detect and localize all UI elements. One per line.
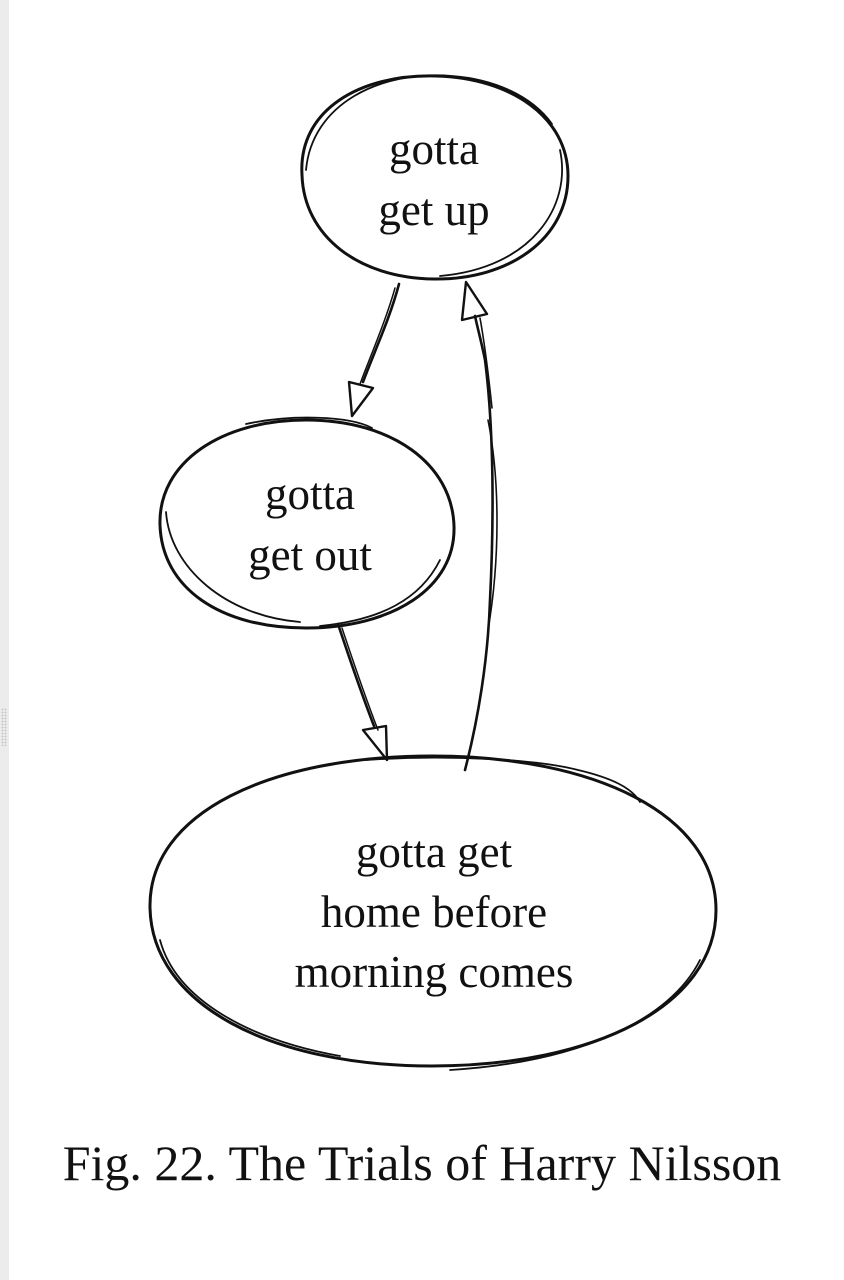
edge-get-home-to-get-up-arrowhead-icon bbox=[460, 280, 489, 322]
node-get-home-line-2: home before bbox=[321, 887, 547, 937]
figure-caption: Fig. 22. The Trials of Harry Nilsson bbox=[62, 1135, 782, 1191]
node-get-out-ellipse bbox=[158, 418, 456, 630]
node-get-out: gotta get out bbox=[158, 416, 456, 630]
node-get-up-line-1: gotta bbox=[389, 124, 479, 174]
node-get-up-ellipse bbox=[300, 74, 570, 281]
node-get-up-line-2: get up bbox=[378, 185, 489, 235]
edge-get-home-to-get-up-sketch bbox=[479, 317, 498, 631]
resize-grip-icon[interactable] bbox=[1, 708, 7, 746]
edge-get-out-to-get-home-arrowhead-icon bbox=[361, 724, 389, 762]
left-edge-strip bbox=[0, 0, 9, 1280]
node-get-up: gotta get up bbox=[300, 74, 570, 281]
edge-get-home-to-get-up-line bbox=[463, 314, 494, 772]
node-get-home-line-1: gotta get bbox=[356, 827, 513, 877]
edge-get-home-to-get-up bbox=[460, 280, 498, 772]
node-get-home-sketch-line bbox=[159, 756, 701, 1071]
node-get-home-line-3: morning comes bbox=[295, 947, 574, 997]
node-get-out-line-2: get out bbox=[248, 530, 372, 580]
edge-get-up-to-get-out-sketch bbox=[359, 287, 396, 385]
node-get-out-sketch-line bbox=[165, 416, 441, 627]
node-get-home: gotta get home before morning comes bbox=[148, 754, 718, 1071]
edge-get-out-to-get-home bbox=[336, 622, 389, 762]
node-get-up-sketch-line bbox=[305, 74, 563, 277]
edge-get-out-to-get-home-sketch bbox=[341, 627, 379, 731]
node-get-out-line-1: gotta bbox=[265, 469, 355, 519]
edge-get-up-to-get-out-line bbox=[361, 282, 401, 384]
edge-get-up-to-get-out bbox=[347, 282, 401, 418]
node-get-home-ellipse bbox=[148, 754, 718, 1068]
edge-get-up-to-get-out-arrowhead-icon bbox=[347, 380, 375, 418]
edge-get-out-to-get-home-line bbox=[336, 622, 376, 728]
